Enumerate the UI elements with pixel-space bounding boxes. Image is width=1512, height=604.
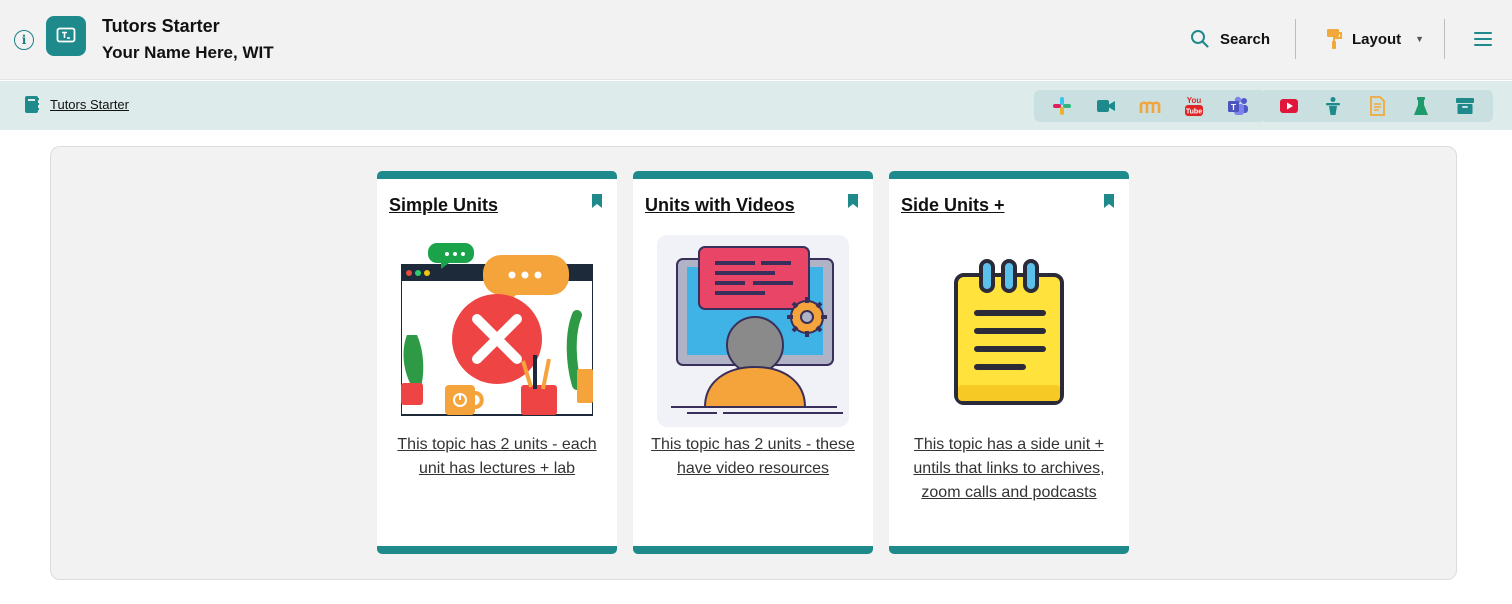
chat-error-illustration (401, 243, 593, 416)
divider (1444, 19, 1445, 59)
paint-roller-icon (1327, 29, 1342, 49)
hamburger-menu-icon[interactable] (1472, 29, 1494, 49)
course-author: Your Name Here, WIT (102, 43, 274, 62)
svg-text:T: T (1231, 102, 1237, 112)
card-description[interactable]: This topic has 2 units - each unit has l… (397, 436, 597, 477)
breadcrumb-link[interactable]: Tutors Starter (50, 97, 129, 112)
card-title[interactable]: Simple Units (389, 195, 499, 215)
companion-toolbar: You Tube T (1034, 90, 1266, 122)
video-learner-illustration (657, 235, 849, 427)
card-description[interactable]: This topic has 2 units - these have vide… (651, 436, 855, 477)
layout-label: Layout (1352, 30, 1402, 48)
info-icon[interactable]: i (14, 30, 34, 50)
topic-card[interactable]: Simple Units This topic has 2 units - ea… (377, 171, 617, 554)
card-title[interactable]: Side Units + (901, 195, 1005, 215)
zoom-video-icon[interactable] (1084, 90, 1128, 122)
svg-text:You: You (1187, 96, 1202, 105)
bookmark-icon (1104, 194, 1114, 208)
video-wall-icon[interactable] (1267, 90, 1311, 122)
bookmark-icon (592, 194, 602, 208)
bookmark-icon (848, 194, 858, 208)
search-button[interactable]: Search (1190, 26, 1270, 52)
book-icon (25, 96, 39, 113)
card-title[interactable]: Units with Videos (645, 195, 795, 215)
archive-icon[interactable] (1443, 90, 1487, 122)
presentation-icon (56, 27, 76, 43)
moodle-icon[interactable] (1128, 90, 1172, 122)
slack-icon[interactable] (1040, 90, 1084, 122)
layout-button[interactable]: Layout ▼ (1324, 26, 1424, 52)
card-description[interactable]: This topic has a side unit + untils that… (913, 436, 1105, 501)
topic-card[interactable]: Units with Videos This topic has 2 units… (633, 171, 873, 554)
note-wall-icon[interactable] (1355, 90, 1399, 122)
svg-text:Tube: Tube (1186, 109, 1202, 116)
course-title: Tutors Starter (102, 16, 220, 36)
top-header: i Tutors Starter Your Name Here, WIT Sea… (0, 0, 1512, 80)
youtube-icon[interactable]: You Tube (1172, 90, 1216, 122)
notepad-illustration (954, 259, 1064, 405)
divider (1295, 19, 1296, 59)
search-icon (1191, 30, 1209, 48)
talk-wall-icon[interactable] (1311, 90, 1355, 122)
walls-toolbar (1261, 90, 1493, 122)
teams-icon[interactable]: T (1216, 90, 1260, 122)
navigation-bar: Tutors Starter You Tube (0, 81, 1512, 130)
chevron-down-icon: ▼ (1415, 34, 1425, 44)
topic-card[interactable]: Side Units + This topic has a side unit … (889, 171, 1129, 554)
lab-wall-icon[interactable] (1399, 90, 1443, 122)
course-logo[interactable] (46, 16, 86, 56)
search-label: Search (1220, 30, 1271, 48)
